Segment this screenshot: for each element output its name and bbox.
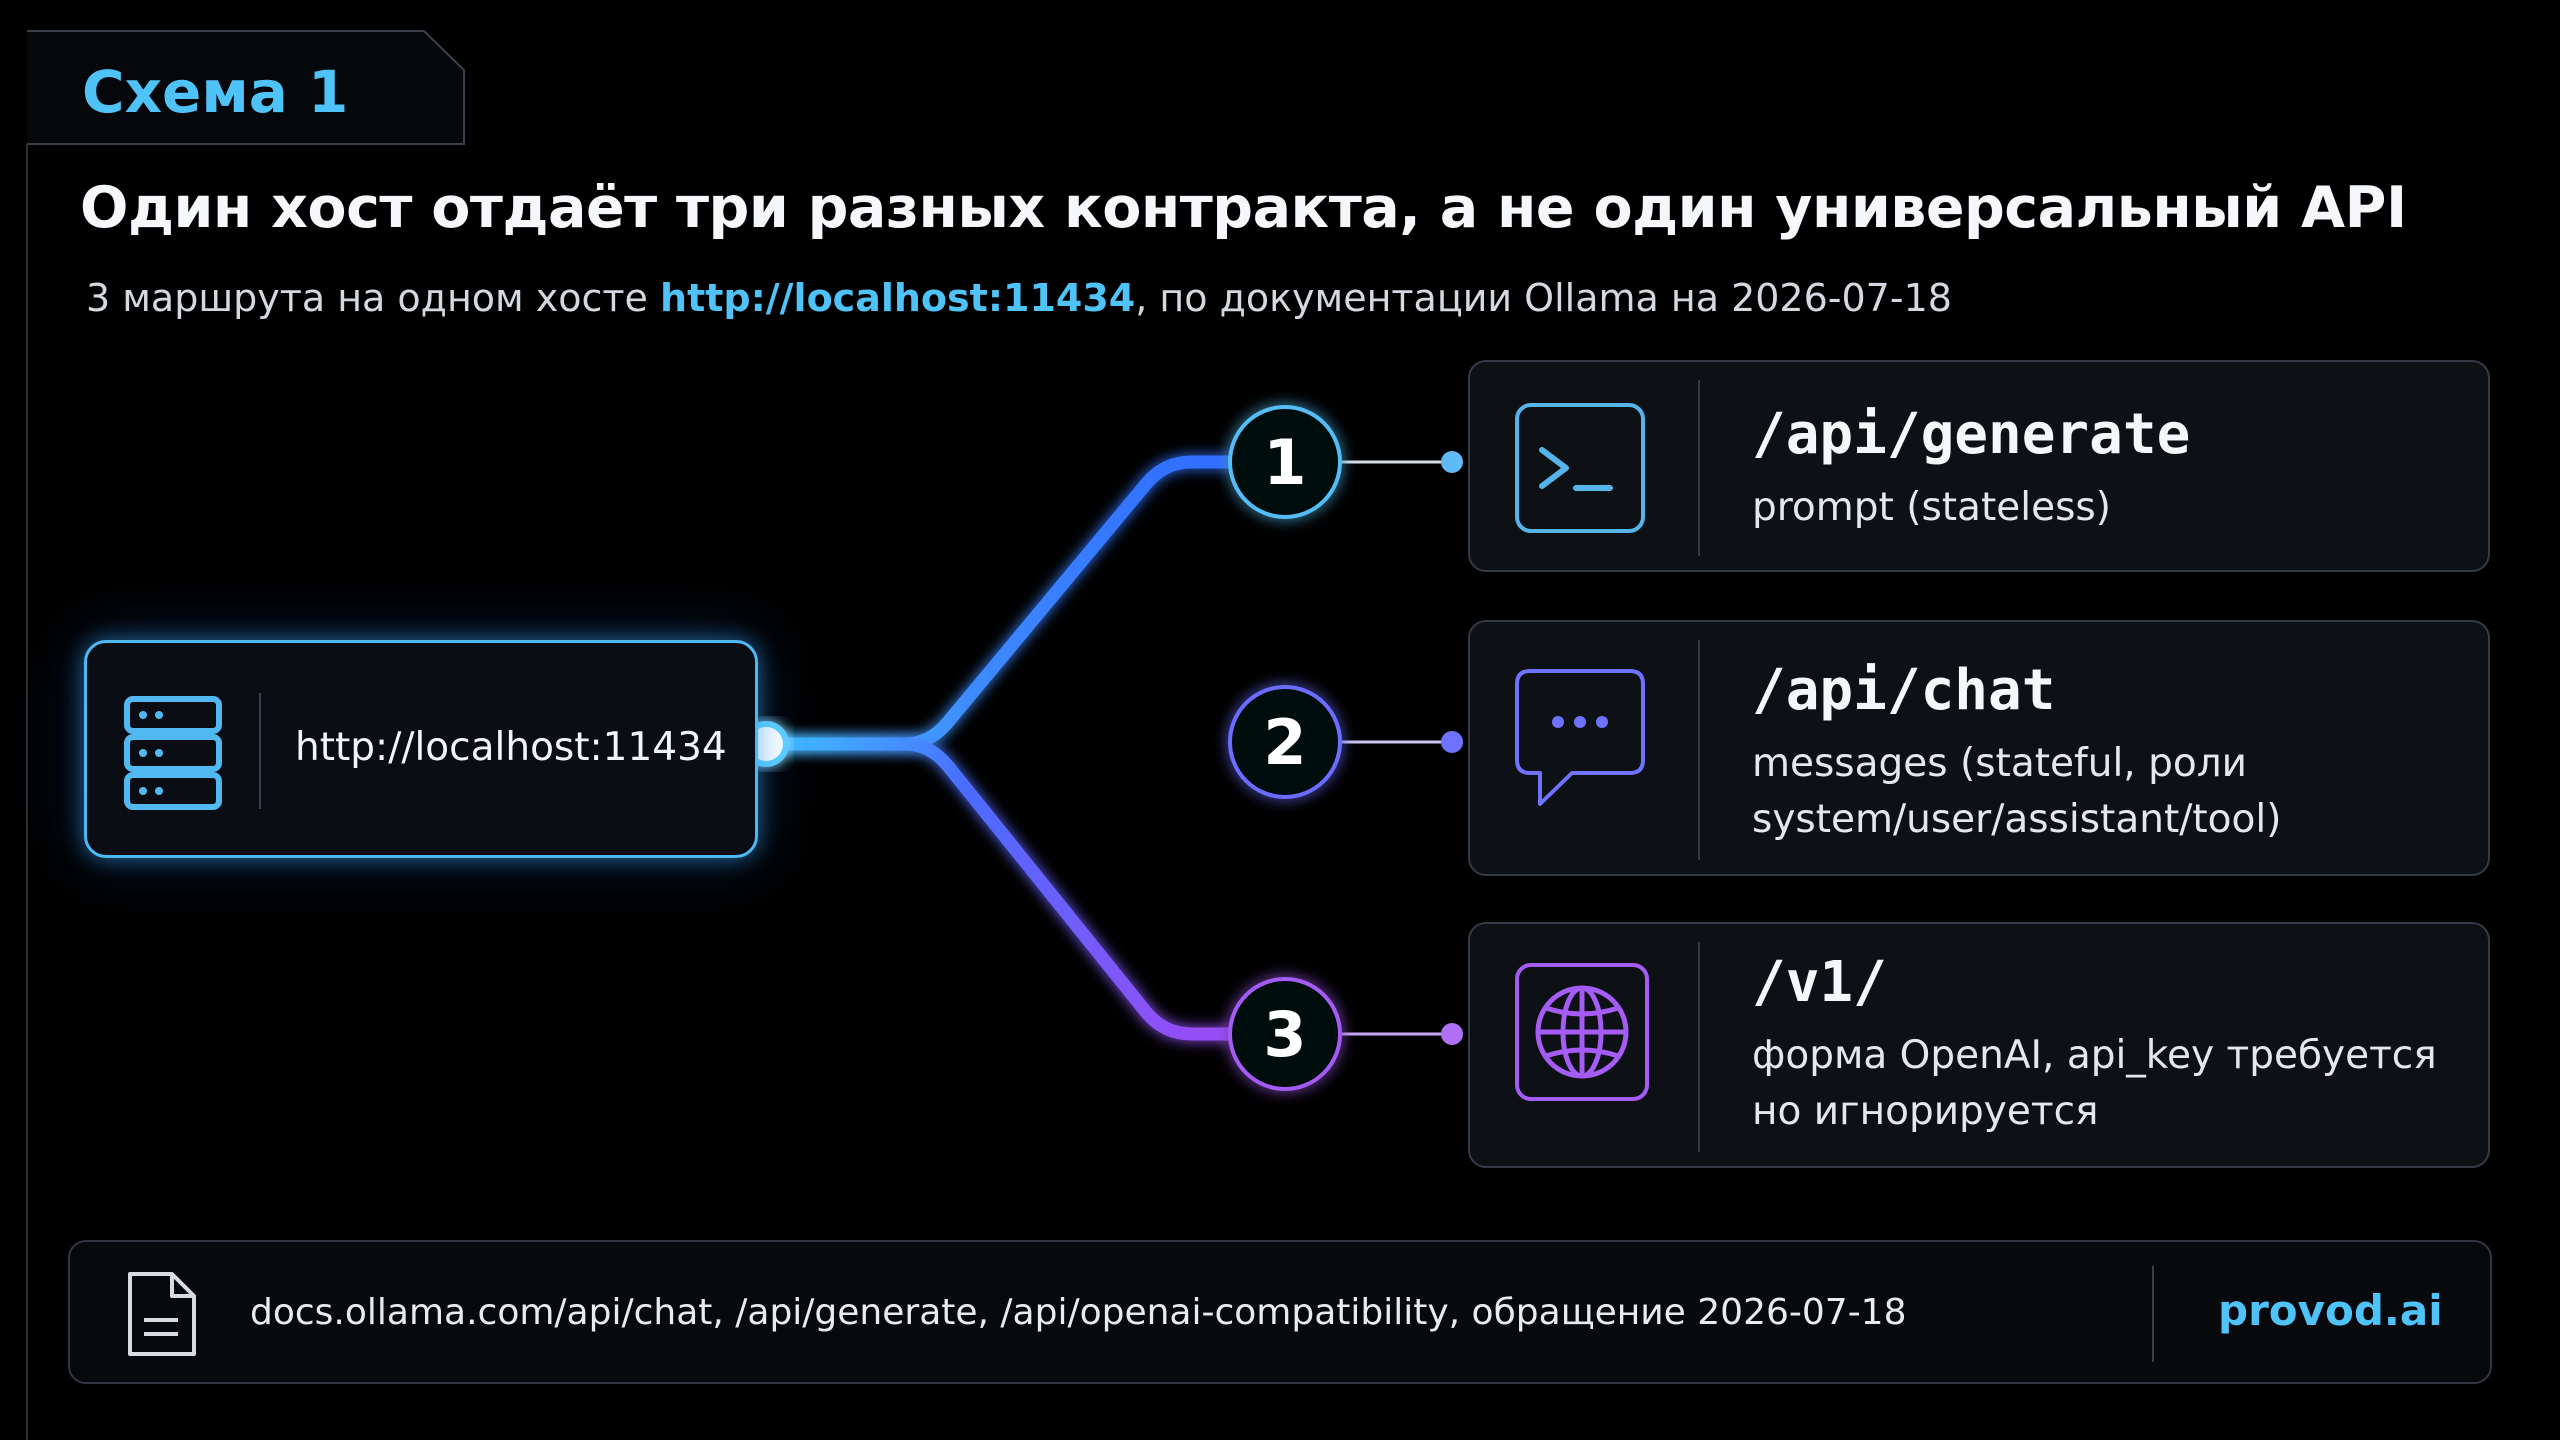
document-icon xyxy=(126,1270,198,1362)
route-divider-3 xyxy=(1698,942,1700,1152)
globe-icon xyxy=(1514,962,1650,1106)
route-badge-1: 1 xyxy=(1228,405,1342,519)
scheme-tab: Схема 1 xyxy=(26,30,466,146)
route-divider-2 xyxy=(1698,640,1700,860)
page-title: Один хост отдаёт три разных контракта, а… xyxy=(80,175,2407,241)
chat-bubble-icon xyxy=(1514,668,1646,812)
subtitle-host-link[interactable]: http://localhost:11434 xyxy=(660,276,1136,320)
footer-source-text: docs.ollama.com/api/chat, /api/generate,… xyxy=(250,1292,1907,1333)
route-card-chat: /api/chat messages (stateful, роли syste… xyxy=(1468,620,2490,876)
route-description-3: форма OpenAI, api_key требуется но игнор… xyxy=(1752,1033,2437,1134)
route-divider-1 xyxy=(1698,380,1700,556)
server-icon xyxy=(123,695,223,815)
branch-line-3 xyxy=(759,737,1237,1041)
route-card-openai: /v1/ форма OpenAI, api_key требуется но … xyxy=(1468,922,2490,1168)
terminal-icon xyxy=(1514,402,1646,538)
scheme-tab-label: Схема 1 xyxy=(82,58,349,126)
route-card-generate: /api/generate prompt (stateless) xyxy=(1468,360,2490,572)
connector-dot-3 xyxy=(1441,1023,1463,1045)
host-node: http://localhost:11434 xyxy=(84,640,758,858)
route-number-1: 1 xyxy=(1263,426,1306,499)
subtitle-suffix: , по документации Ollama на 2026-07-18 xyxy=(1135,276,1952,320)
host-url-label: http://localhost:11434 xyxy=(295,725,727,770)
route-badge-2: 2 xyxy=(1228,685,1342,799)
route-number-2: 2 xyxy=(1263,706,1306,779)
scheme-tab-outline xyxy=(27,30,465,145)
page-subtitle: 3 маршрута на одном хосте http://localho… xyxy=(86,276,1952,320)
connector-dot-1 xyxy=(1441,451,1463,473)
route-description-2: messages (stateful, роли system/user/ass… xyxy=(1752,741,2282,842)
route-path-2: /api/chat xyxy=(1752,658,2056,723)
route-number-3: 3 xyxy=(1263,998,1306,1071)
route-path-3: /v1/ xyxy=(1752,950,1887,1015)
connector-dot-2 xyxy=(1441,731,1463,753)
route-description-1: prompt (stateless) xyxy=(1752,485,2111,530)
subtitle-prefix: 3 маршрута на одном хосте xyxy=(86,276,661,320)
route-path-1: /api/generate xyxy=(1752,402,2191,467)
source-footer: docs.ollama.com/api/chat, /api/generate,… xyxy=(68,1240,2492,1384)
footer-divider xyxy=(2152,1266,2154,1362)
host-divider xyxy=(259,693,261,809)
frame-border-line xyxy=(26,144,28,1440)
branch-line-1 xyxy=(759,455,1237,751)
brand-logo-text[interactable]: provod.ai xyxy=(2218,1286,2443,1335)
route-badge-3: 3 xyxy=(1228,977,1342,1091)
